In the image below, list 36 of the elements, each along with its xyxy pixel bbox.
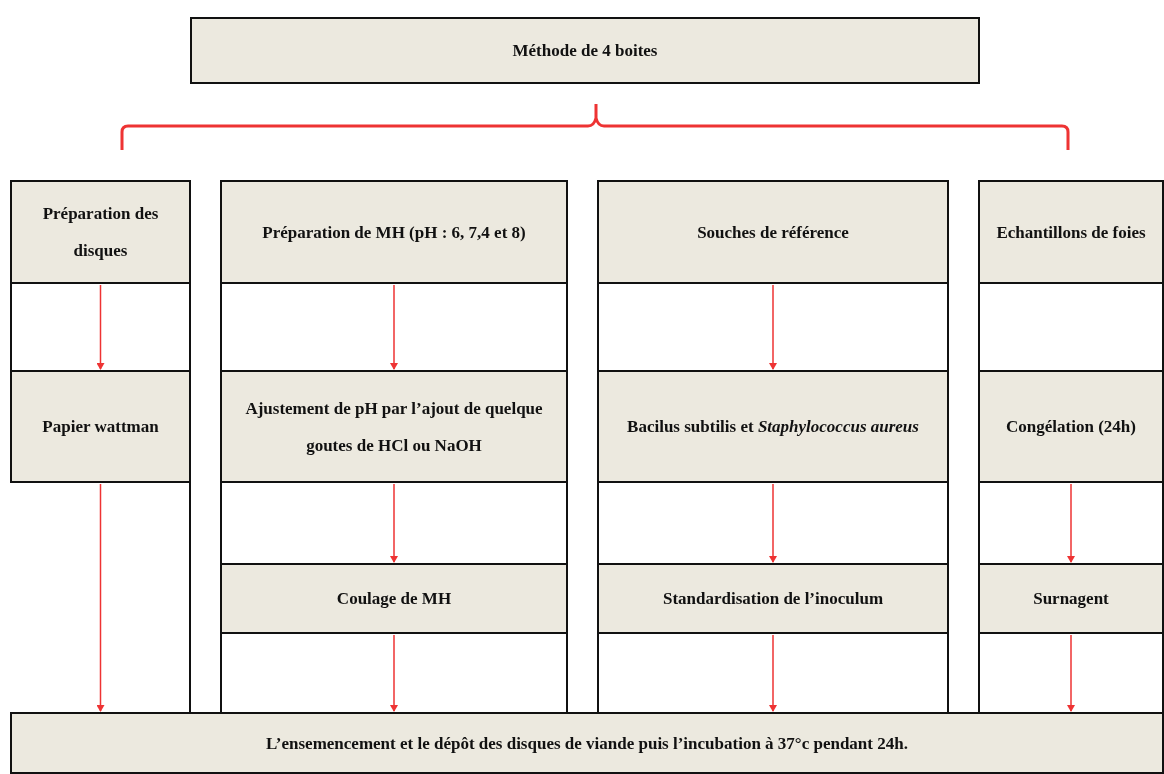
arrow bbox=[1067, 483, 1075, 563]
box-label: Congélation (24h) bbox=[1006, 416, 1136, 438]
arrow bbox=[769, 483, 777, 563]
box-label: Surnagent bbox=[1033, 588, 1109, 610]
box-label: Echantillons de foies bbox=[996, 221, 1146, 244]
title-box bbox=[190, 17, 980, 84]
arrow bbox=[769, 284, 777, 370]
box-label: L’ensemencement et le dépôt des disques de viande puis l’incubation à 37°c pendant 24h. bbox=[266, 732, 908, 755]
arrow bbox=[390, 483, 398, 563]
box-label: Bacilus subtilis et Staphylococcus aureus bbox=[627, 416, 919, 438]
process-box bbox=[220, 370, 568, 483]
box-label: Standardisation de l’inoculum bbox=[662, 588, 884, 610]
arrow bbox=[96, 284, 105, 370]
box-label: Souches de référence bbox=[697, 221, 849, 244]
arrow bbox=[96, 483, 105, 712]
box-label: Coulage de MH bbox=[336, 588, 452, 610]
process-box bbox=[597, 180, 949, 284]
arrow bbox=[390, 284, 398, 370]
box-label: Ajustement de pH par l’ajout de quelque goutes de HCl ou NaOH bbox=[244, 397, 544, 457]
box-label: Méthode de 4 boites bbox=[512, 39, 658, 62]
process-box bbox=[597, 370, 949, 483]
box-label: Préparation des disques bbox=[41, 203, 160, 262]
process-box bbox=[10, 712, 1164, 774]
process-box bbox=[978, 180, 1164, 284]
process-box bbox=[10, 180, 191, 284]
process-box bbox=[10, 370, 191, 483]
process-box bbox=[978, 563, 1164, 634]
process-box bbox=[597, 563, 949, 634]
process-box bbox=[220, 563, 568, 634]
arrow bbox=[390, 634, 398, 712]
box-label: Papier wattman bbox=[42, 416, 159, 438]
process-box bbox=[978, 370, 1164, 483]
box-label: Préparation de MH (pH : 6, 7,4 et 8) bbox=[262, 221, 526, 244]
arrow bbox=[769, 634, 777, 712]
arrow bbox=[1067, 634, 1075, 712]
process-box bbox=[220, 180, 568, 284]
